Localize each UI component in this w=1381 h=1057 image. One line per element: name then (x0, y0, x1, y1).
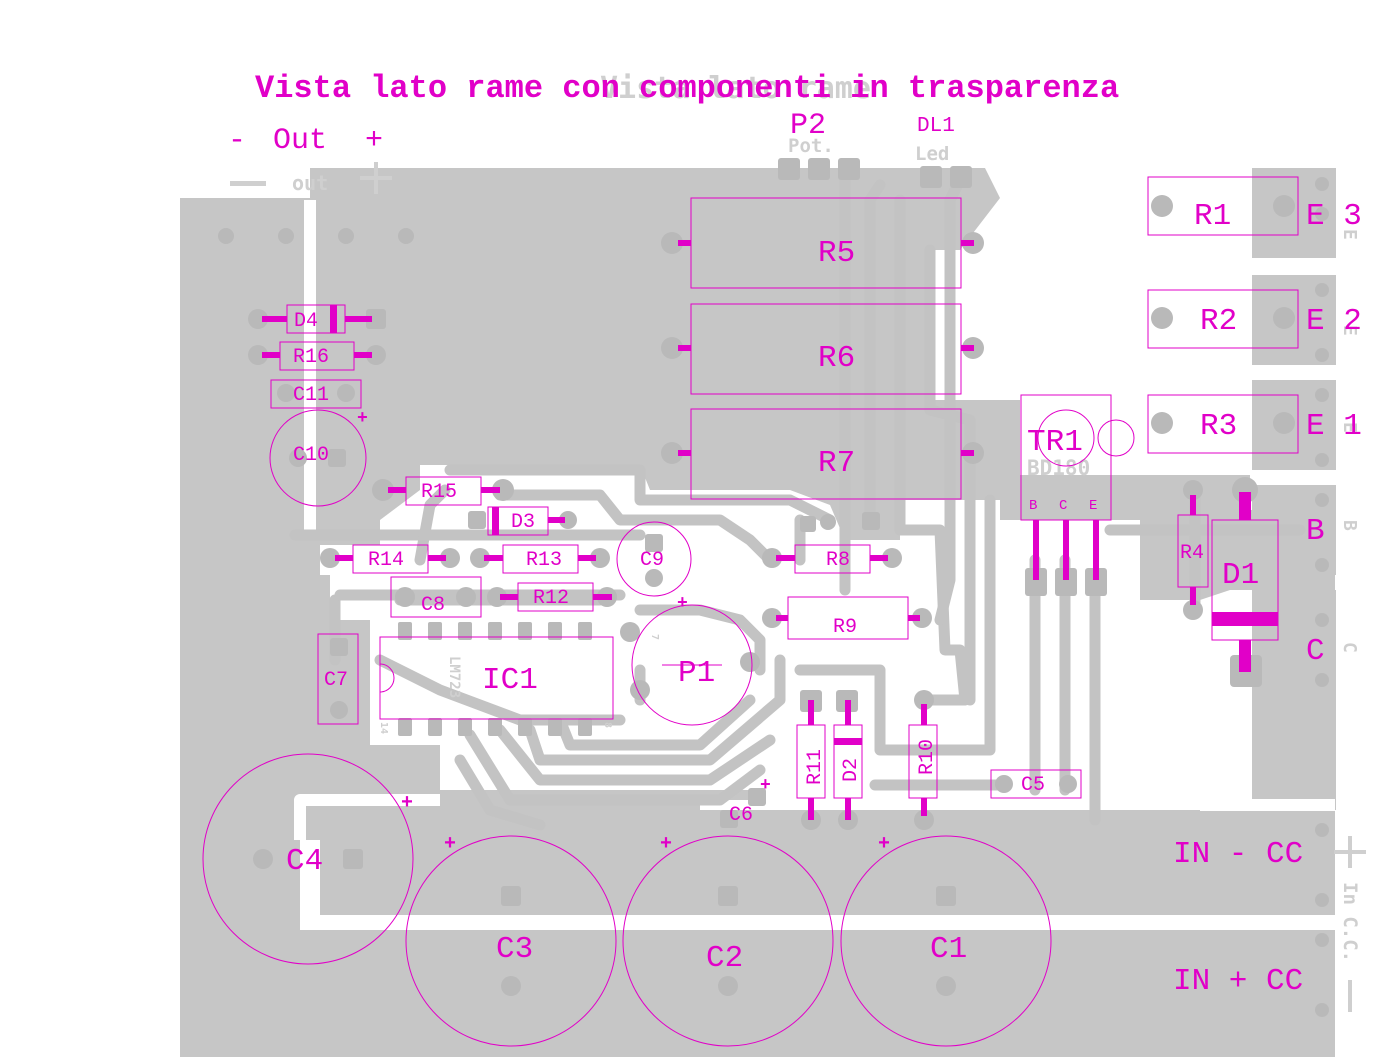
label-r2: R2 (1200, 304, 1237, 339)
component-labels: R5 R6 R7 R1 R2 R3 TR1 B C E R4 D1 D4 R16… (286, 199, 1259, 976)
silk-e1: E (1339, 422, 1360, 433)
silk-ic1-pin8: 8 (602, 722, 613, 728)
c1-plus: + (878, 833, 890, 856)
label-r15: R15 (421, 481, 457, 504)
label-r12: R12 (533, 587, 569, 610)
label-tr1-pin-e: E (1089, 498, 1097, 514)
label-c6: C6 (729, 804, 753, 827)
label-r1: R1 (1194, 199, 1231, 234)
label-tr1: TR1 (1027, 425, 1083, 460)
label-c1: C1 (930, 932, 967, 967)
out-plus: + (365, 124, 383, 158)
label-c11: C11 (293, 384, 329, 407)
label-ic1: IC1 (482, 663, 538, 698)
c4-plus: + (401, 792, 413, 815)
copper-tracks (289, 169, 1306, 831)
label-d3: D3 (511, 511, 535, 534)
label-c8: C8 (421, 594, 445, 617)
c10-plus: + (357, 409, 368, 429)
c3-plus: + (444, 833, 456, 856)
label-r6: R6 (818, 341, 855, 376)
silk-pot-value: Pot. (788, 135, 834, 157)
copper-silk-text: Vista lato rame out Pot. Led BD180 LM723… (230, 71, 1366, 1012)
in-plus-cc: IN + CC (1173, 964, 1303, 999)
silk-out-label: out (292, 171, 328, 195)
label-r7: R7 (818, 446, 855, 481)
label-tr1-pin-b: B (1029, 498, 1037, 514)
label-r4: R4 (1180, 542, 1204, 565)
label-r11: R11 (804, 749, 827, 785)
label-r5: R5 (818, 236, 855, 271)
label-r8: R8 (826, 549, 850, 572)
label-r16: R16 (293, 346, 329, 369)
label-r10: R10 (916, 739, 939, 775)
label-c9: C9 (640, 549, 664, 572)
terminal-c: C (1306, 634, 1325, 669)
silk-c: C (1339, 642, 1360, 653)
label-r13: R13 (526, 549, 562, 572)
label-d1: D1 (1222, 558, 1259, 593)
silk-tr1-part: BD180 (1027, 456, 1090, 480)
silk-e2: E (1339, 325, 1360, 336)
connector-labels: - Out + P2 DL1 E 3 E 2 E 1 B C IN - CC I… (228, 109, 1362, 999)
label-c3: C3 (496, 932, 533, 967)
terminal-b: B (1306, 514, 1325, 549)
label-r9: R9 (833, 616, 857, 639)
label-r3: R3 (1200, 409, 1237, 444)
pads (218, 158, 1329, 1017)
label-tr1-pin-c: C (1059, 498, 1067, 514)
p1-plus: + (677, 594, 688, 614)
page-title: Vista lato rame con componenti in traspa… (255, 70, 1119, 107)
label-c10: C10 (293, 444, 329, 467)
label-d2: D2 (840, 758, 863, 782)
dl1-ref: DL1 (917, 115, 955, 138)
p2-ref: P2 (790, 109, 826, 143)
label-p1: P1 (678, 656, 715, 691)
in-minus-cc: IN - CC (1173, 837, 1303, 872)
silk-e3: E (1339, 229, 1360, 240)
silk-b: B (1339, 520, 1360, 531)
component-outlines: + + (202, 176, 1299, 1047)
silk-ic1-pin14: 14 (378, 722, 389, 734)
label-c7: C7 (324, 669, 348, 692)
out-minus: - (228, 124, 246, 158)
label-c5: C5 (1021, 774, 1045, 797)
silk-ic1-pin7: 7 (649, 634, 660, 640)
label-r14: R14 (368, 549, 404, 572)
terminal-e1: E 1 (1306, 409, 1362, 444)
label-d4: D4 (294, 310, 318, 333)
label-c4: C4 (286, 844, 323, 879)
ghost-title: Vista lato rame (600, 71, 871, 106)
silk-led-value: Led (915, 143, 949, 165)
silk-ic1-part: LM723 (446, 656, 462, 698)
terminal-e3: E 3 (1306, 199, 1362, 234)
label-c2: C2 (706, 941, 743, 976)
out-label: Out (273, 124, 327, 158)
terminal-e2: E 2 (1306, 304, 1362, 339)
silk-in-cc: In C.C. (1339, 882, 1361, 962)
c6-plus: + (760, 776, 771, 796)
c2-plus: + (660, 833, 672, 856)
